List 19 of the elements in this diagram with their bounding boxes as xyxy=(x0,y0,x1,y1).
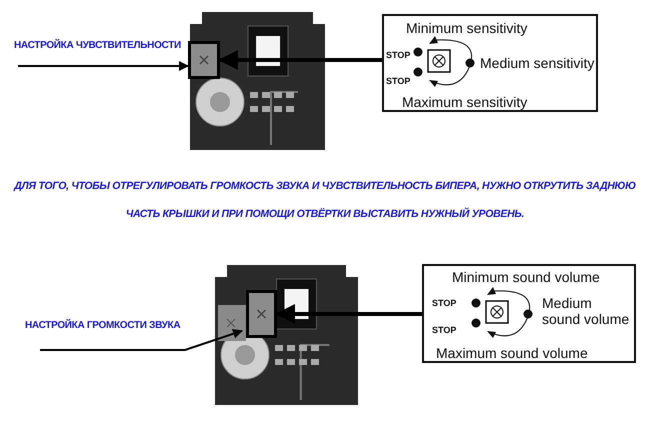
adjustment-inset-panel xyxy=(382,14,598,112)
medium-label: Medium sensitivity xyxy=(480,55,594,71)
arrow xyxy=(18,61,189,71)
arrow xyxy=(40,328,243,351)
max-label: Maximum sensitivity xyxy=(402,94,528,110)
adjustment-inset-panel xyxy=(422,264,636,363)
max-label: Maximum sound volume xyxy=(436,345,588,361)
trimmer-potentiometer xyxy=(246,290,277,338)
stop-label: STOP xyxy=(432,324,456,337)
stop-label: STOP xyxy=(386,49,410,62)
stop-label: STOP xyxy=(432,297,456,310)
medium-label: Medium sound volume xyxy=(542,295,630,327)
arrow xyxy=(218,50,382,70)
trimmer-potentiometer xyxy=(188,41,220,79)
stop-label: STOP xyxy=(386,75,410,88)
arrow xyxy=(275,304,422,324)
min-label: Minimum sensitivity xyxy=(406,20,528,36)
min-label: Minimum sound volume xyxy=(452,269,600,285)
instruction-text: ДЛЯ ТОГО, ЧТОБЫ ОТРЕГУЛИРОВАТЬ ГРОМКОСТЬ ЗВУКА И ЧУВСТВИТЕЛЬНОСТЬ БИПЕРА, НУЖНО ОТКРУТИТЬ ЗАДНЮЮ ЧАСТЬ КРЫШКИ И ПРИ ПОМОЩИ ОТВЁРТКИ ВЫСТАВИТЬ НУЖНЫЙ УРОВЕНЬ. xyxy=(12,179,637,222)
